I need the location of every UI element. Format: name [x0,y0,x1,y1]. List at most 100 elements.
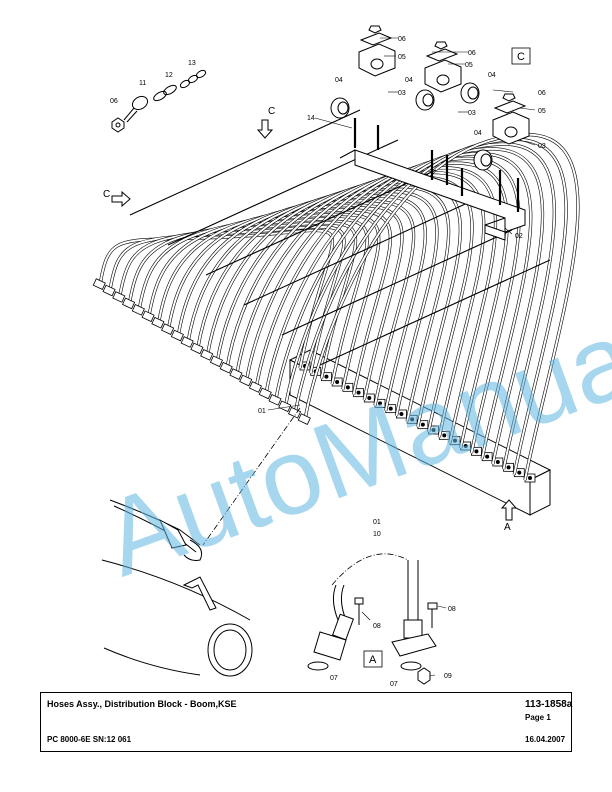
hose-end-fitting [92,278,106,290]
view-letter-c-left: C [103,189,110,200]
fitting-port [324,374,329,379]
bracket [339,149,526,241]
hose-end-fitting [229,368,243,380]
boxed-label-c: C [511,47,531,65]
hose-end-fitting [141,310,155,323]
insert-inner [422,93,434,107]
hose-clamp-bar [281,229,513,336]
hose-line-fill [255,157,520,454]
label-detail-nut: 09 [444,673,452,680]
label-detail-screw-left: 08 [373,623,381,630]
clamp-bolt-icon [368,25,382,34]
label-clamp-mid-insert: 04 [405,77,413,84]
label-hoses-main: 01 [258,408,266,415]
hose-end-fitting [209,355,223,368]
hose-end-fitting [122,297,136,310]
hose-end-fitting [258,387,272,400]
title-block: Hoses Assy., Distribution Block - Boom,K… [40,692,572,752]
insert-inner [337,101,349,115]
hose-line-fill [108,225,346,374]
clamp-plate-icon [493,100,527,114]
svg-text:C: C [517,51,525,63]
leader-lines [267,37,536,677]
clamp-set [358,25,396,77]
label-clamp-top-2-bolt: 06 [468,50,476,57]
insert-inner [467,86,479,100]
fitting-port [453,438,457,443]
view-arrow-c-left [111,190,131,208]
hose-end-fitting [288,406,302,419]
hose-line-fill [274,148,544,465]
label-clamp-right-body: 03 [538,143,546,150]
clamp-sets [330,25,530,171]
boxed-label-a: A [363,650,383,668]
label-detail-screw-right: 08 [448,606,456,613]
release-date: 16.04.2007 [525,735,566,744]
hose-end-fitting [151,316,165,329]
hose-clamp-bar [243,199,475,306]
label-clamp-lower-insert: 04 [474,130,482,137]
label-clamp-right-bolt: 06 [538,90,546,97]
clamp-plate-icon [425,48,459,62]
hose-end-fitting [200,349,214,361]
hose-line-fill [186,190,439,417]
studs [353,118,520,212]
hose-line-fill [264,152,532,459]
fitting-port [388,406,393,411]
clamp-insert-icon [460,82,480,104]
fitting-port [442,433,447,438]
hose-end-fitting [161,323,175,335]
label-chain-end: 13 [188,60,196,67]
hose-end-fitting [278,400,292,413]
chain-end-icon [179,69,207,89]
label-clamp-top-1-body: 03 [398,90,406,97]
label-clamp-right-plate: 05 [538,108,546,115]
hose-end-fitting [297,413,311,425]
label-clamp-top-2-plate: 05 [465,62,473,69]
clamp-set [492,93,530,145]
fitting-port [399,412,404,416]
bolt-icon [111,117,125,133]
detail-leader [202,407,409,586]
hose-end-fitting [268,394,282,406]
label-clamp-left-insert: 04 [335,77,343,84]
fitting-port [431,428,436,432]
exploded-view-drawing: 06 05 03 06 05 03 04 04 04 06 05 03 04 1… [88,25,612,688]
hose-end-fitting [180,336,194,348]
chain-link-icon [153,84,177,102]
model-serial: PC 8000-6E SN:12 061 [47,735,132,744]
clamp-bolt-icon [434,41,448,50]
label-clamp-top-1-bolt: 06 [398,36,406,43]
clamp-plate-icon [359,32,393,46]
label-chain-eye: 11 [139,80,146,87]
clamp-insert-icon [415,89,435,111]
part-labels: 06 05 03 06 05 03 04 04 04 06 05 03 04 1… [110,36,546,688]
fitting-port [378,401,382,406]
clamp-bore-icon [370,58,384,70]
hose-line-fill [284,143,556,470]
label-detail-oring-right: 07 [390,681,398,688]
fitting-port [528,476,532,480]
fitting-port [420,422,425,427]
label-clamp-right-insert: 04 [488,72,496,79]
hose-end-fitting [170,329,184,342]
label-detail-oring-left: 07 [330,675,338,682]
hose-end-fitting [190,342,204,355]
fitting-port [345,385,350,390]
fitting-port [485,454,490,459]
label-clamp-top-1-plate: 05 [398,54,406,61]
fitting-port [356,390,361,395]
clamp-insert-icon [330,97,350,119]
hose-clamp-bar [129,109,361,216]
hose-end-fitting [131,304,145,316]
view-letter-a: A [504,522,511,533]
fitting-port [463,444,468,448]
eye-bolt-icon [123,95,149,123]
boom-detail [101,499,253,677]
fitting-port [506,465,511,470]
fitting-port [474,449,479,454]
clamp-bolt-icon [502,93,516,102]
hose-end-fitting [248,381,263,393]
label-clamp-top-2-body: 03 [468,110,476,117]
clamp-insert-icon [473,149,493,171]
